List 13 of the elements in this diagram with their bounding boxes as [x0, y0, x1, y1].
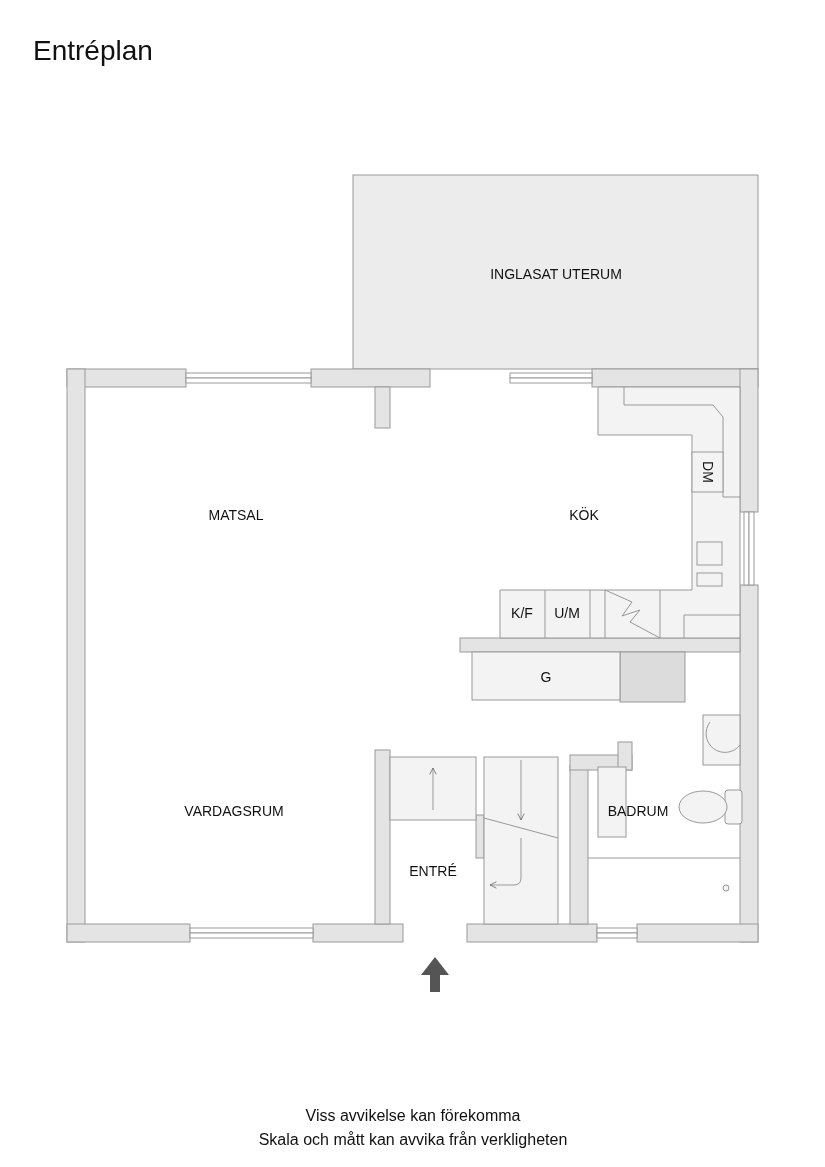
room-label: BADRUM	[607, 804, 669, 820]
room-label: INGLASAT UTERUM	[490, 267, 622, 283]
appliance-label: DM	[699, 461, 715, 483]
appliance-label: U/M	[554, 606, 580, 622]
appliance-label: G	[540, 670, 552, 686]
title: Entréplan	[33, 36, 153, 67]
room-label: VARDAGSRUM	[184, 804, 284, 820]
note: Viss avvikelse kan förekomma	[305, 1107, 521, 1125]
room-label: MATSAL	[208, 508, 264, 524]
appliance-label: K/F	[511, 606, 533, 622]
room-label: KÖK	[569, 508, 599, 524]
room-label: ENTRÉ	[409, 864, 457, 880]
note: Skala och mått kan avvika från verkligheten	[258, 1131, 568, 1149]
